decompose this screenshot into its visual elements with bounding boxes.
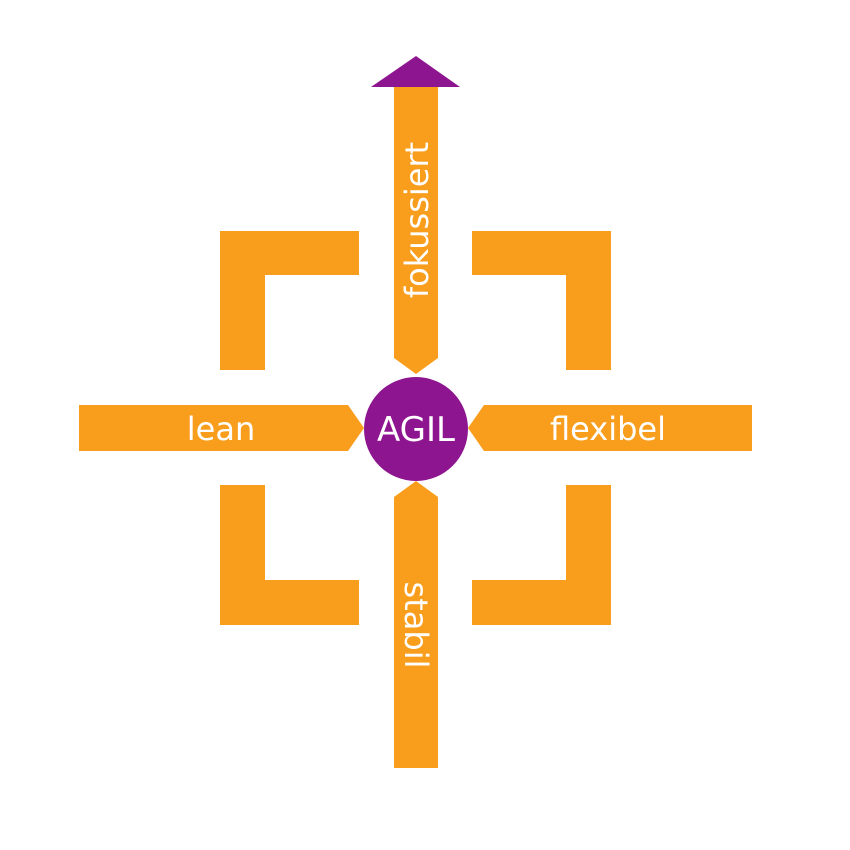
label-top: fokussiert	[398, 142, 436, 298]
corner-top-right	[472, 231, 611, 370]
arm-bottom	[394, 481, 438, 768]
label-bottom: stabil	[397, 582, 435, 669]
corner-bottom-left	[220, 485, 359, 625]
center-circle	[364, 377, 468, 481]
center-label: AGIL	[377, 410, 455, 450]
corner-bottom-right	[472, 485, 611, 625]
label-right: flexibel	[550, 410, 666, 448]
corner-top-left	[220, 231, 359, 370]
arm-top	[394, 87, 438, 374]
arm-right	[468, 405, 752, 451]
arm-left	[79, 405, 364, 451]
arrow-head-icon	[371, 56, 460, 87]
label-left: lean	[187, 410, 255, 448]
